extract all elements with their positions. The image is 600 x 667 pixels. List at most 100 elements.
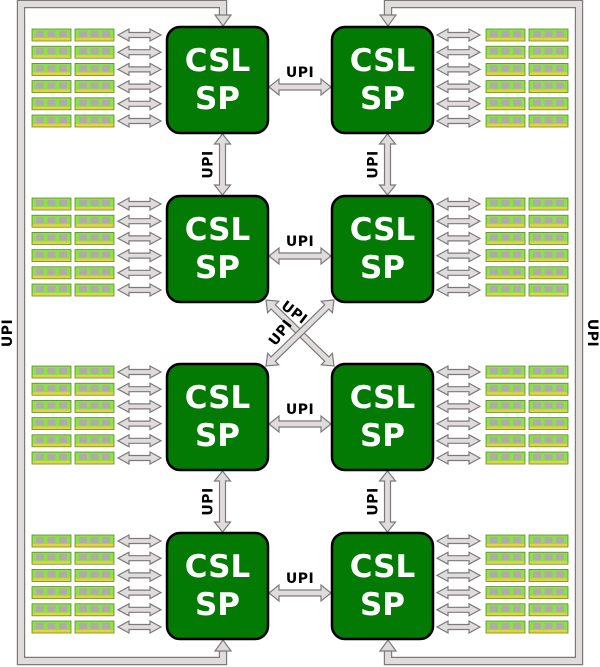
- dimm-chip: [501, 31, 510, 37]
- dimm-chip: [490, 454, 498, 460]
- dimm-contacts: [486, 392, 525, 395]
- dimm-contacts: [75, 544, 114, 547]
- dimm-chip: [47, 234, 56, 241]
- dimm-chip: [102, 571, 110, 578]
- dimm-contacts: [486, 207, 525, 210]
- dimm-chip: [544, 554, 553, 561]
- dimm-chip: [490, 605, 498, 612]
- dimm-chip: [490, 251, 498, 258]
- dimm-contacts: [486, 578, 525, 581]
- cpu-label-line1: CSL: [350, 380, 415, 416]
- dimm-chip: [90, 588, 99, 595]
- dimm-module: [31, 97, 72, 111]
- dimm-chip: [59, 268, 67, 275]
- dimm-chip: [533, 588, 541, 595]
- dimm-contacts: [486, 544, 525, 547]
- dimm-chip: [501, 436, 510, 443]
- dimm-chip: [490, 537, 498, 543]
- dimm-module: [485, 551, 526, 565]
- upi-label-cpu-6-cpu-8: UPI: [366, 487, 382, 515]
- dimm-chip: [513, 368, 521, 374]
- dimm-chip: [79, 554, 87, 561]
- memory-channel-arrow-cpu-4: [435, 196, 482, 212]
- dimm-contacts: [75, 241, 114, 244]
- dimm-contacts: [32, 392, 71, 395]
- dimm-module: [31, 603, 72, 617]
- cpu-box: [165, 194, 270, 304]
- dimm-contacts: [32, 72, 71, 75]
- arrow-head-down-icon: [213, 14, 233, 28]
- dimm-module: [74, 80, 115, 93]
- dimm-chip: [556, 537, 564, 543]
- cpu-box: [330, 362, 435, 472]
- memory-channel-arrow-cpu-4: [435, 214, 482, 229]
- dimm-chip: [490, 571, 498, 578]
- dimm-chip: [102, 436, 110, 443]
- dimm-contacts: [75, 561, 114, 564]
- dimm-chip: [513, 419, 521, 426]
- dimm-chip: [102, 31, 110, 37]
- dimm-contacts: [486, 224, 525, 227]
- dimm-chip: [102, 117, 110, 123]
- dimm-chip: [36, 82, 44, 89]
- memory-channel-arrow-cpu-2: [435, 113, 482, 129]
- dimm-chip: [556, 268, 564, 275]
- arrow-head-up-icon: [378, 638, 398, 652]
- dimm-chip: [544, 99, 553, 106]
- dimm-chip: [47, 200, 56, 206]
- dimm-module: [485, 365, 526, 379]
- dimm-contacts: [529, 409, 568, 412]
- cpu-label-line1: CSL: [185, 549, 250, 585]
- dimm-contacts: [486, 106, 525, 110]
- dimm-contacts: [529, 443, 568, 447]
- dimm-contacts: [75, 630, 114, 633]
- dimm-module: [31, 382, 72, 396]
- dimm-chip: [490, 200, 498, 206]
- memory-channel-arrow-cpu-3: [116, 196, 163, 212]
- dimm-chip: [556, 605, 564, 612]
- memory-bank-cpu-5: [31, 365, 115, 465]
- dimm-chip: [501, 48, 510, 55]
- dimm-chip: [513, 402, 521, 409]
- dimm-chip: [36, 571, 44, 578]
- dimm-chip: [36, 268, 44, 275]
- cpu-box: [165, 531, 270, 641]
- dimm-module: [485, 249, 526, 263]
- dimm-chip: [556, 217, 564, 224]
- dimm-chip: [59, 217, 67, 224]
- dimm-chip: [36, 436, 44, 443]
- dimm-module: [31, 80, 72, 93]
- dimm-contacts: [486, 55, 525, 58]
- memory-channel-arrow-cpu-1: [116, 62, 163, 77]
- dimm-chip: [102, 454, 110, 460]
- dimm-chip: [501, 554, 510, 561]
- dimm-chip: [513, 217, 521, 224]
- dimm-module: [528, 534, 569, 548]
- dimm-chip: [47, 82, 56, 89]
- dimm-contacts: [32, 207, 71, 210]
- dimm-chip: [490, 368, 498, 374]
- dimm-chip: [513, 117, 521, 123]
- cpu-label-line2: SP: [195, 418, 240, 454]
- dimm-chip: [533, 117, 541, 123]
- dimm-chip: [36, 605, 44, 612]
- dimm-contacts: [529, 106, 568, 110]
- dimm-chip: [533, 537, 541, 543]
- dimm-module: [74, 97, 115, 111]
- dimm-chip: [59, 419, 67, 426]
- dimm-module: [31, 534, 72, 548]
- dimm-module: [31, 283, 72, 297]
- dimm-chip: [90, 368, 99, 374]
- dimm-chip: [556, 454, 564, 460]
- dimm-chip: [59, 117, 67, 123]
- dimm-contacts: [32, 544, 71, 547]
- upi-label-cpu-3-cpu-4: UPI: [286, 234, 314, 250]
- dimm-chip: [59, 251, 67, 258]
- dimm-chip: [59, 99, 67, 106]
- dimm-chip: [102, 623, 110, 629]
- dimm-chip: [533, 234, 541, 241]
- dimm-contacts: [32, 293, 71, 296]
- dimm-chip: [556, 554, 564, 561]
- cpu-label-line2: SP: [360, 81, 405, 117]
